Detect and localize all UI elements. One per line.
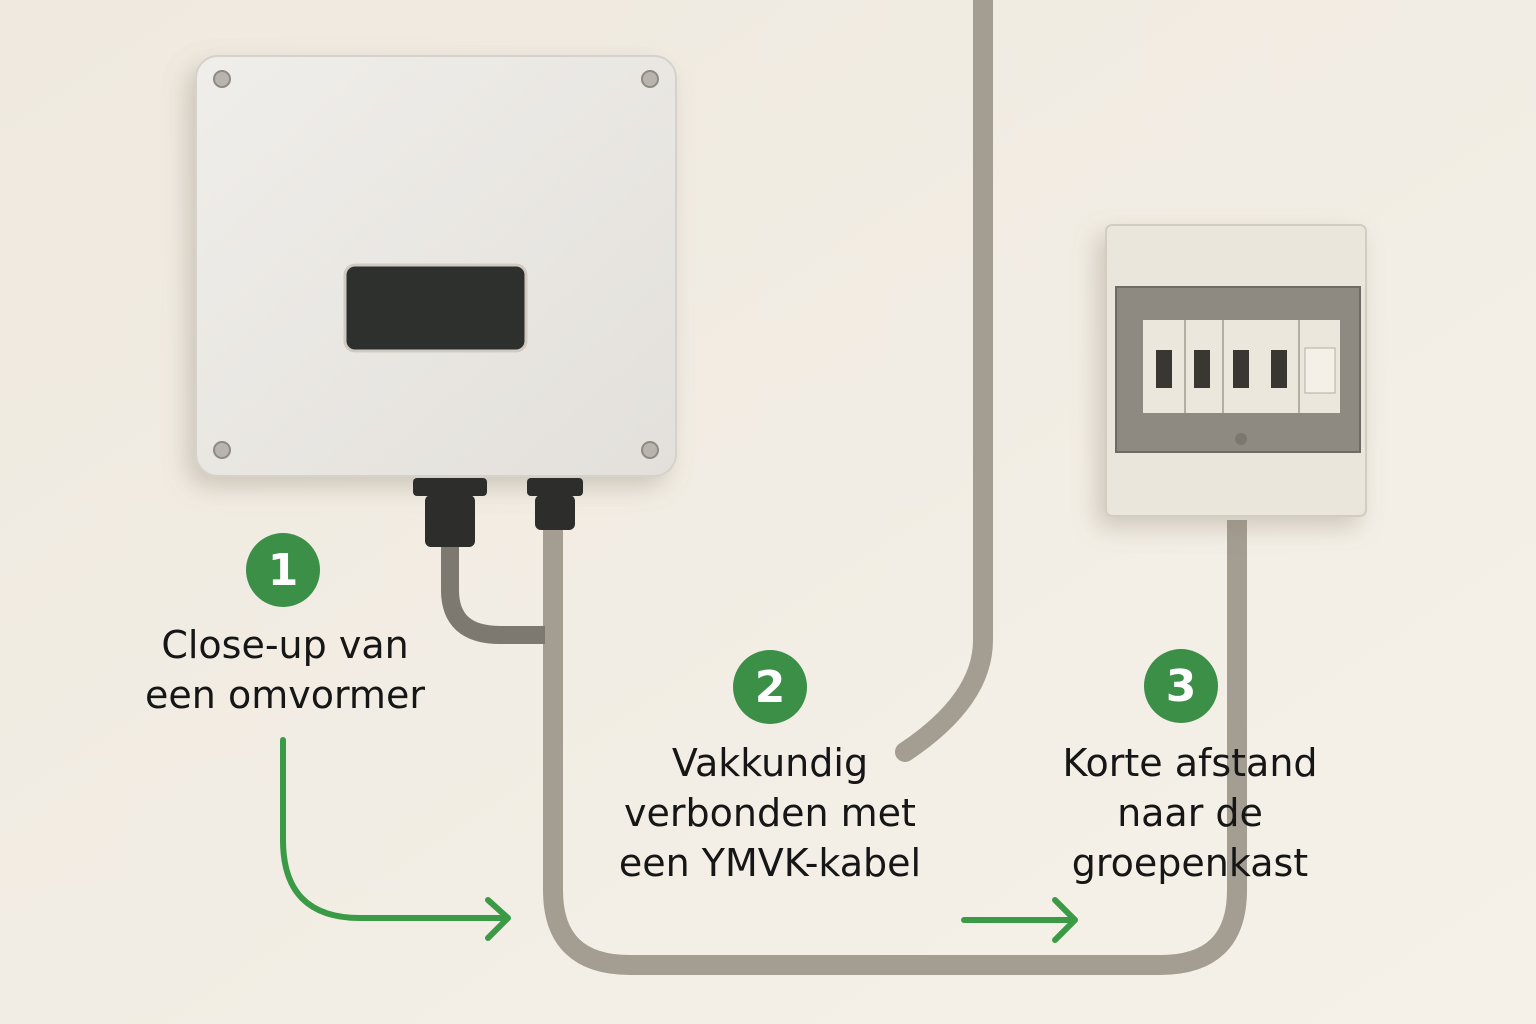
step-1-badge: 1 (246, 533, 320, 607)
breakers (1143, 320, 1340, 445)
step-3-badge: 3 (1144, 649, 1218, 723)
step-1-label: Close-up van een omvormer (145, 623, 425, 717)
inverter-display (343, 263, 528, 353)
cable-glands (413, 478, 583, 547)
step-3-label: Korte afstand naar de groepenkast (1062, 741, 1318, 885)
step-2-badge: 2 (733, 650, 807, 724)
ymvk-cable (543, 520, 1247, 975)
step-2-label: Vakkundig verbonden met een YMVK-kabel (618, 741, 922, 885)
arrow-icon (280, 737, 1078, 943)
screw-icons (213, 70, 659, 459)
wall-cable (895, 0, 993, 762)
